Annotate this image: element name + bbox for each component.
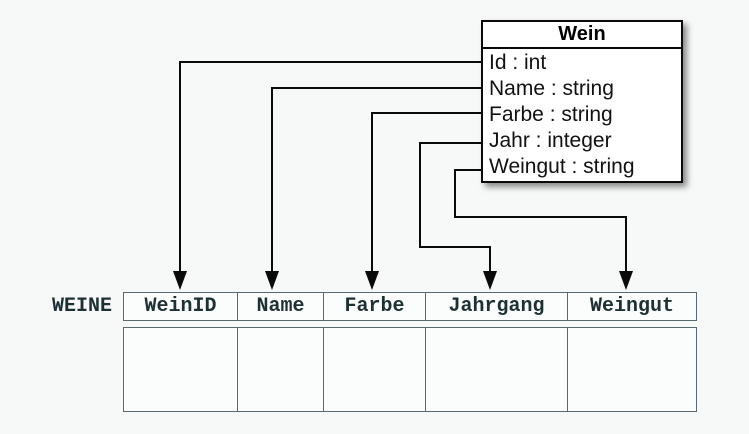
uml-class-wein: Wein Id : int Name : string Farbe : stri…	[481, 20, 683, 183]
connector-farbe-to-farbe	[371, 112, 481, 272]
class-attribute-list: Id : int Name : string Farbe : string Ja…	[483, 49, 681, 180]
class-attribute-id: Id : int	[489, 51, 547, 74]
arrowhead-jahrgang-icon	[483, 271, 497, 290]
table-cell-name	[237, 327, 324, 412]
arrowhead-weinid-icon	[173, 271, 187, 290]
table-cell-farbe	[323, 327, 426, 412]
column-header-weinid: WeinID	[123, 292, 238, 321]
connector-jahr-to-jahrgang	[419, 142, 491, 272]
column-header-weingut: Weingut	[567, 292, 697, 321]
class-attribute-farbe: Farbe : string	[489, 103, 613, 126]
class-attribute-name: Name : string	[489, 77, 614, 100]
table-empty-row	[123, 327, 697, 412]
class-title: Wein	[483, 22, 681, 49]
arrowhead-farbe-icon	[365, 271, 379, 290]
connector-name-to-name	[271, 87, 481, 272]
class-attribute-weingut: Weingut : string	[489, 155, 635, 178]
connector-id-to-weinid	[179, 61, 481, 272]
column-header-jahrgang: Jahrgang	[425, 292, 568, 321]
table-cell-weinid	[123, 327, 238, 412]
table-cell-jahrgang	[425, 327, 568, 412]
class-attribute-jahr: Jahr : integer	[489, 129, 612, 152]
arrowhead-weingut-icon	[619, 271, 633, 290]
table-cell-weingut	[567, 327, 697, 412]
arrowhead-name-icon	[265, 271, 279, 290]
column-header-farbe: Farbe	[323, 292, 426, 321]
column-header-name: Name	[237, 292, 324, 321]
connector-weingut-to-weingut	[454, 169, 627, 272]
table-header-row: WeinID Name Farbe Jahrgang Weingut	[123, 292, 697, 321]
table-name-label: WEINE	[51, 295, 112, 318]
